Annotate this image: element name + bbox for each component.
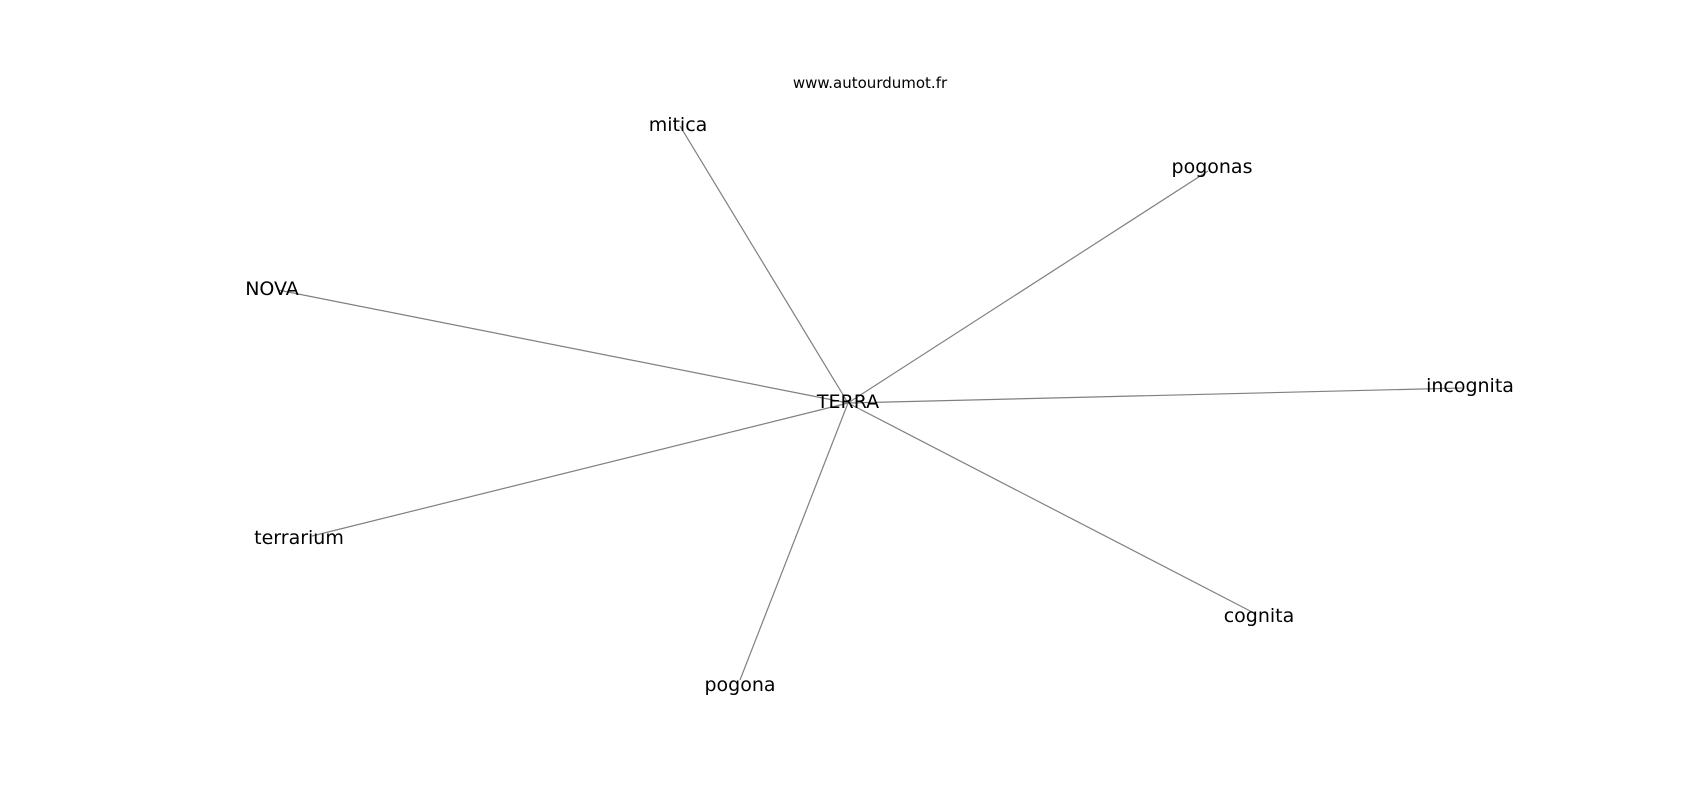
node-label-pogonas[interactable]: pogonas <box>1172 156 1253 178</box>
edge-terra-pogona <box>739 402 849 681</box>
node-label-incognita[interactable]: incognita <box>1426 375 1514 397</box>
edge-terra-pogonas <box>847 170 1209 404</box>
edge-terra-nova <box>277 289 849 404</box>
edge-terra-mitica <box>679 125 849 404</box>
node-label-cognita[interactable]: cognita <box>1224 605 1295 627</box>
edge-terra-incognita <box>847 387 1463 404</box>
node-label-terrarium[interactable]: terrarium <box>254 527 344 549</box>
edge-terra-terrarium <box>311 402 849 537</box>
watermark: www.autourdumot.fr <box>793 74 948 92</box>
node-label-mitica[interactable]: mitica <box>649 114 708 136</box>
node-label-pogona[interactable]: pogona <box>704 674 775 696</box>
node-label-terra[interactable]: TERRA <box>816 391 879 413</box>
edge-terra-cognita <box>847 402 1257 615</box>
edges-layer <box>277 125 1463 681</box>
node-label-nova[interactable]: NOVA <box>245 278 299 300</box>
